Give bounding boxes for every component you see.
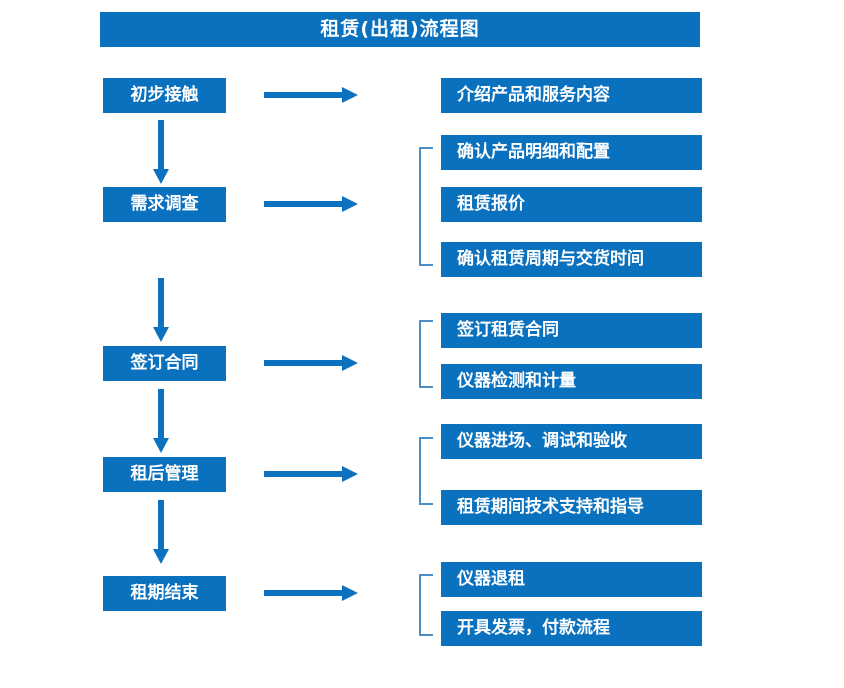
detail-node-confirm-period-delivery[interactable]: 确认租赁周期与交货时间 (441, 242, 702, 277)
arrow-shaft (264, 471, 344, 477)
detail-label: 确认产品明细和配置 (457, 142, 610, 162)
arrow-shaft (264, 590, 344, 596)
arrow-head (153, 169, 169, 184)
diagram-title: 租赁(出租)流程图 (320, 18, 480, 40)
group-bracket-lease-end (419, 574, 433, 636)
arrow-head (342, 355, 358, 371)
stage-label: 租后管理 (130, 464, 199, 484)
arrow-down-management-to-lease-end (152, 500, 170, 564)
arrow-shaft (264, 360, 344, 366)
arrow-down-initial-to-survey (152, 120, 170, 184)
stage-node-lease-end[interactable]: 租期结束 (103, 576, 226, 611)
arrow-right-requirement-survey (264, 195, 359, 213)
arrow-shaft (264, 92, 344, 98)
arrow-shaft (264, 201, 344, 207)
detail-node-technical-support[interactable]: 租赁期间技术支持和指导 (441, 490, 702, 525)
arrow-head (342, 585, 358, 601)
detail-label: 开具发票，付款流程 (457, 618, 610, 638)
arrow-right-lease-end (264, 584, 359, 602)
stage-node-initial-contact[interactable]: 初步接触 (103, 78, 226, 113)
arrow-right-post-rental-management (264, 465, 359, 483)
detail-label: 签订租赁合同 (457, 320, 559, 340)
arrow-right-initial-contact (264, 86, 359, 104)
detail-node-introduce-products[interactable]: 介绍产品和服务内容 (441, 78, 702, 113)
arrow-shaft (158, 278, 164, 327)
arrow-head (342, 87, 358, 103)
detail-label: 租赁报价 (457, 194, 525, 214)
stage-label: 初步接触 (130, 85, 199, 105)
stage-node-post-rental-management[interactable]: 租后管理 (103, 457, 226, 492)
detail-node-confirm-spec[interactable]: 确认产品明细和配置 (441, 135, 702, 170)
arrow-down-survey-to-contract (152, 278, 170, 342)
arrow-head (153, 438, 169, 453)
stage-node-requirement-survey[interactable]: 需求调查 (103, 187, 226, 222)
detail-node-sign-lease-agreement[interactable]: 签订租赁合同 (441, 313, 702, 348)
stage-label: 签订合同 (130, 353, 199, 373)
group-bracket-requirement-survey (419, 147, 433, 266)
arrow-head (153, 549, 169, 564)
diagram-title-bar: 租赁(出租)流程图 (100, 12, 700, 47)
arrow-head (342, 466, 358, 482)
stage-label: 需求调查 (130, 194, 199, 214)
arrow-shaft (158, 120, 164, 169)
arrow-head (153, 327, 169, 342)
detail-node-rental-quote[interactable]: 租赁报价 (441, 187, 702, 222)
detail-label: 确认租赁周期与交货时间 (457, 249, 644, 269)
detail-node-instrument-entry-commissioning[interactable]: 仪器进场、调试和验收 (441, 424, 702, 459)
detail-node-instrument-return[interactable]: 仪器退租 (441, 562, 702, 597)
stage-label: 租期结束 (130, 583, 199, 603)
arrow-right-sign-contract (264, 354, 359, 372)
detail-node-instrument-inspection[interactable]: 仪器检测和计量 (441, 364, 702, 399)
detail-label: 租赁期间技术支持和指导 (457, 497, 644, 517)
arrow-shaft (158, 389, 164, 438)
stage-node-sign-contract[interactable]: 签订合同 (103, 346, 226, 381)
detail-label: 仪器退租 (457, 569, 525, 589)
arrow-down-contract-to-management (152, 389, 170, 453)
detail-label: 仪器检测和计量 (457, 371, 576, 391)
detail-label: 仪器进场、调试和验收 (457, 431, 627, 451)
arrow-head (342, 196, 358, 212)
group-bracket-sign-contract (419, 320, 433, 388)
detail-label: 介绍产品和服务内容 (457, 85, 610, 105)
group-bracket-post-rental-management (419, 437, 433, 505)
detail-node-invoice-payment[interactable]: 开具发票，付款流程 (441, 611, 702, 646)
arrow-shaft (158, 500, 164, 549)
